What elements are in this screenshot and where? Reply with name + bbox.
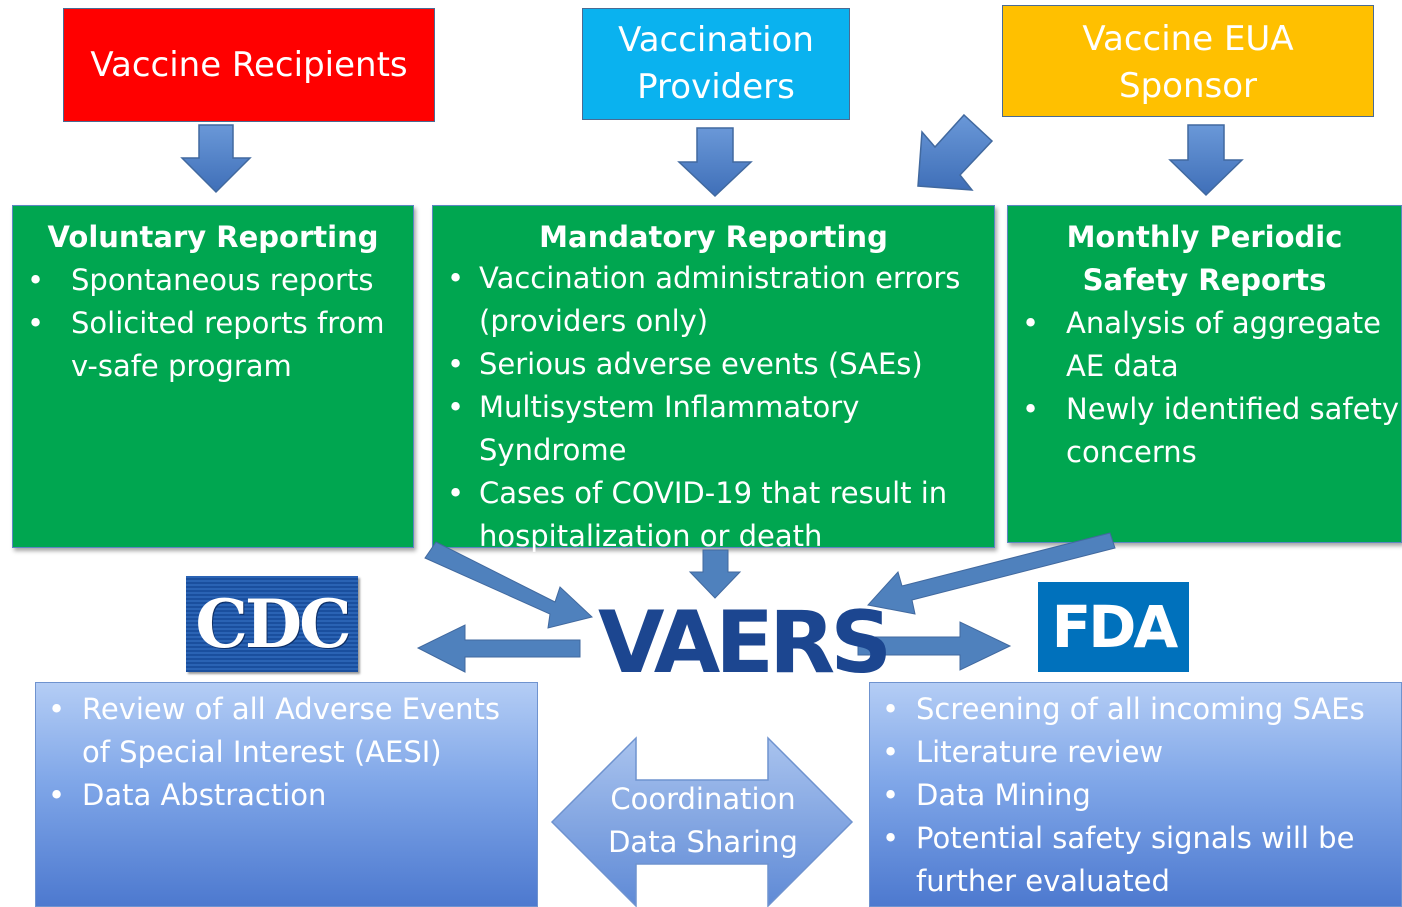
list-item: Data Abstraction <box>36 774 537 817</box>
fda-activities-panel: Screening of all incoming SAEs Literatur… <box>869 682 1402 907</box>
monthly-safety-reports-box: Monthly Periodic Safety Reports Analysis… <box>1007 205 1402 543</box>
down-arrow-icon <box>180 124 252 194</box>
vaccine-recipients-box: Vaccine Recipients <box>63 8 435 122</box>
vaccination-providers-label: Vaccination Providers <box>618 20 814 107</box>
vaccine-eua-sponsor-box: Vaccine EUA Sponsor <box>1002 5 1374 117</box>
list-item: Serious adverse events (SAEs) <box>433 343 994 386</box>
list-item: Review of all Adverse Events of Special … <box>36 688 537 774</box>
vaccination-providers-box: Vaccination Providers <box>582 8 850 120</box>
cdc-logo: CDC <box>186 576 358 672</box>
vaers-logo-text: VAERS <box>598 593 892 693</box>
list-item: Analysis of aggregate AE data <box>1008 302 1401 388</box>
fda-logo-text: FDA <box>1051 593 1179 661</box>
list-item: Spontaneous reports <box>13 259 413 302</box>
list-item: Data Mining <box>870 774 1401 817</box>
coordination-label: Coordination Data Sharing <box>608 782 798 859</box>
mandatory-reporting-list: Vaccination administration errors (provi… <box>433 257 994 558</box>
down-arrow-icon <box>1168 124 1244 197</box>
fda-activities-list: Screening of all incoming SAEs Literatur… <box>870 688 1401 903</box>
voluntary-reporting-title: Voluntary Reporting <box>47 220 379 254</box>
arrow-to-cdc-icon <box>416 624 581 673</box>
list-item: Solicited reports from v-safe program <box>13 302 413 388</box>
voluntary-reporting-box: Voluntary Reporting Spontaneous reports … <box>12 205 414 548</box>
down-arrow-icon <box>677 127 753 198</box>
diagonal-arrow-icon <box>917 113 994 191</box>
voluntary-reporting-list: Spontaneous reports Solicited reports fr… <box>13 259 413 388</box>
mandatory-reporting-box: Mandatory Reporting Vaccination administ… <box>432 205 995 553</box>
cdc-activities-panel: Review of all Adverse Events of Special … <box>35 682 538 907</box>
vaccine-recipients-label: Vaccine Recipients <box>90 44 408 85</box>
vaccine-eua-sponsor-label: Vaccine EUA Sponsor <box>1082 19 1294 106</box>
list-item: Cases of COVID-19 that result in hospita… <box>433 472 994 558</box>
list-item: Vaccination administration errors (provi… <box>433 257 994 343</box>
monthly-safety-reports-title: Monthly Periodic Safety Reports <box>1066 220 1343 297</box>
cdc-activities-list: Review of all Adverse Events of Special … <box>36 688 537 817</box>
cdc-logo-text: CDC <box>195 585 351 663</box>
mandatory-reporting-title: Mandatory Reporting <box>539 220 888 254</box>
list-item: Literature review <box>870 731 1401 774</box>
fda-logo: FDA <box>1038 582 1189 672</box>
list-item: Multisystem Inflammatory Syndrome <box>433 386 994 472</box>
monthly-safety-reports-list: Analysis of aggregate AE data Newly iden… <box>1008 302 1401 474</box>
list-item: Screening of all incoming SAEs <box>870 688 1401 731</box>
list-item: Potential safety signals will be further… <box>870 817 1401 903</box>
list-item: Newly identified safety concerns <box>1008 388 1401 474</box>
